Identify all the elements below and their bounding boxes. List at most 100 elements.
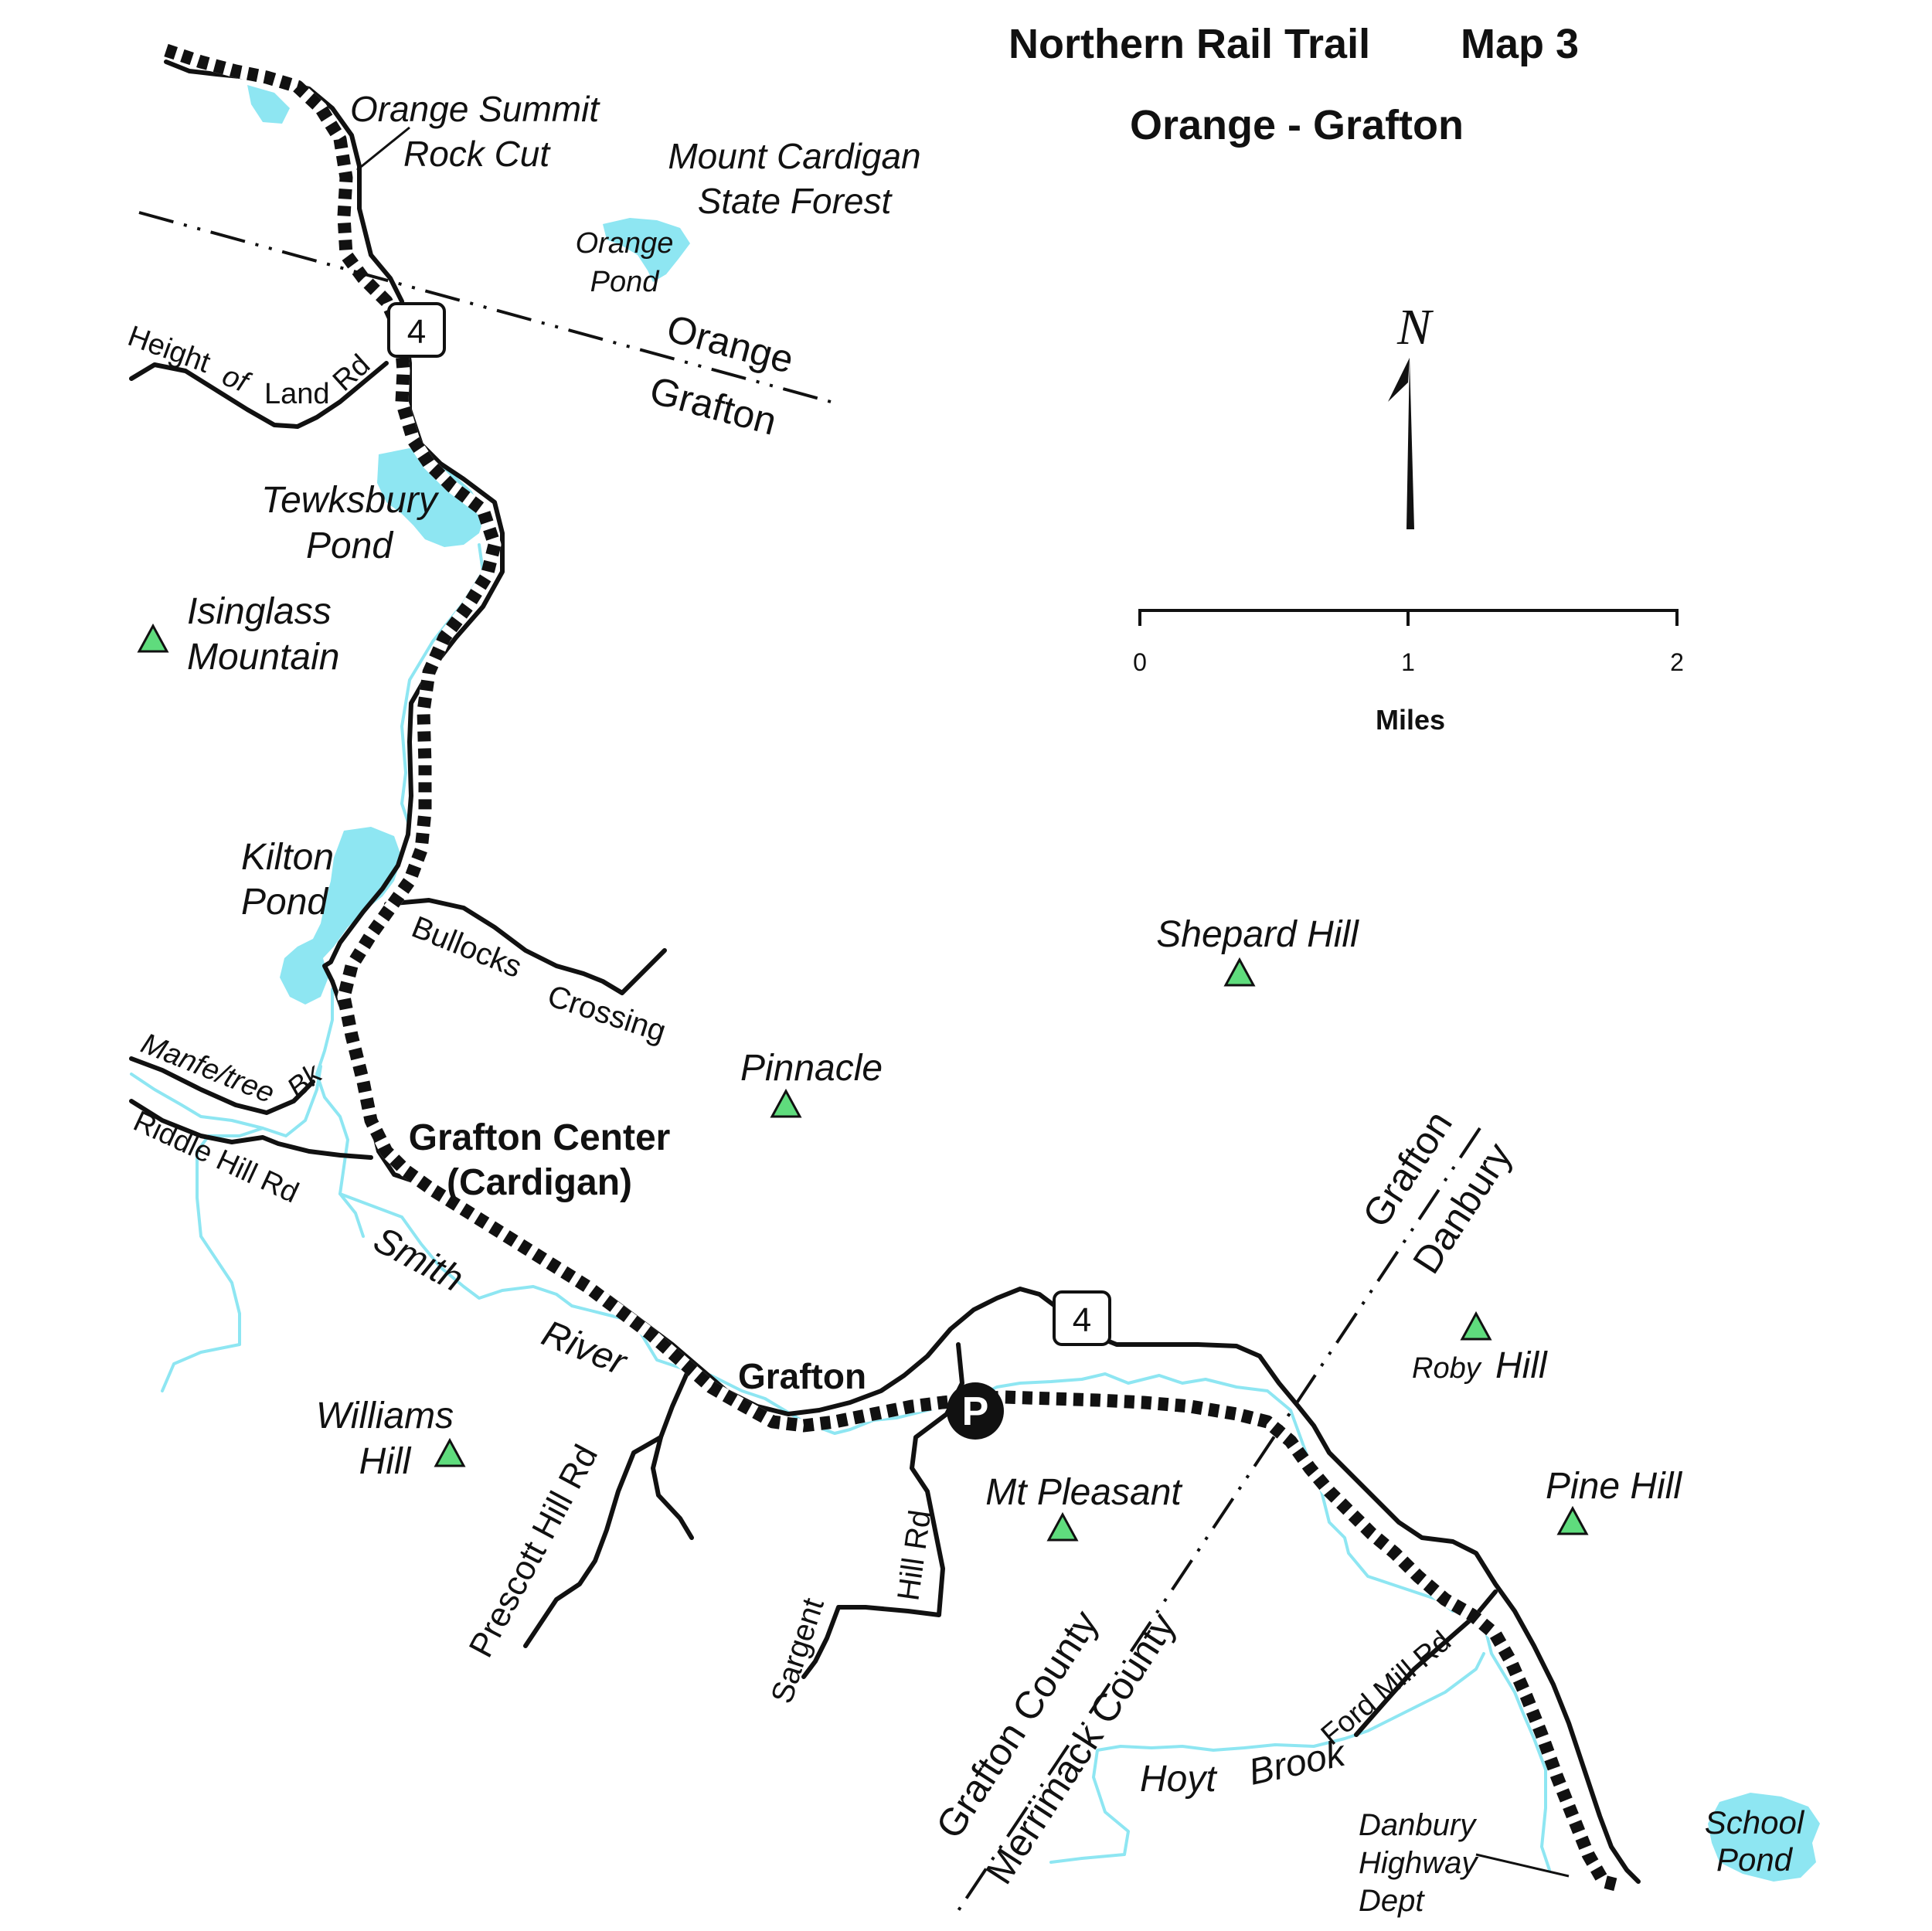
grafton-label: Grafton <box>738 1356 866 1396</box>
tewksbury-pond-shape <box>377 448 485 547</box>
orange-grafton-line <box>138 211 832 403</box>
highway-dept-label: Highway <box>1359 1846 1479 1880</box>
prescott-hill-road <box>651 1369 694 1540</box>
grafton-center-label: Grafton Center <box>409 1117 671 1158</box>
labels: Orange Summit Rock Cut Mount Cardigan St… <box>124 89 1805 1918</box>
scale-unit-label: Miles <box>1376 704 1445 736</box>
orange-pond-label: Orange <box>576 227 674 260</box>
orange-pond-shape <box>603 218 690 282</box>
peak-icon <box>770 1088 802 1118</box>
manfeltree-road <box>129 1056 315 1115</box>
scale-bar: 0 1 2 Miles <box>1133 609 1684 736</box>
mt-pleasant-label: Mt Pleasant <box>985 1472 1182 1513</box>
road-label: Ford Mill Rd <box>1315 1625 1458 1752</box>
grafton-danbury-line <box>953 1127 1481 1918</box>
kilton-pond-label: Kilton <box>241 837 334 878</box>
title-line2: Orange - Grafton <box>1130 102 1464 148</box>
orange-summit-leader <box>356 126 410 172</box>
route-4-road-east <box>1099 1336 1641 1884</box>
manfeltree-brook <box>130 1065 322 1137</box>
rock-cut-label: Rock Cut <box>403 134 551 174</box>
grafton-center-label: (Cardigan) <box>447 1162 632 1203</box>
highway-dept-label: Dept <box>1359 1884 1425 1918</box>
parking-label: P <box>962 1389 989 1434</box>
scale-tick-label: 2 <box>1670 648 1684 676</box>
road-label: Riddle Hill Rd <box>128 1105 303 1209</box>
route-shield-box <box>387 302 446 358</box>
bullocks-crossing-road <box>384 898 667 995</box>
hoyt-brook <box>1049 1652 1485 1864</box>
route-shield-east: 4 <box>1053 1290 1111 1346</box>
peak-icon <box>1223 957 1256 987</box>
scale-bar-line <box>1138 609 1679 626</box>
kilton-pond-shape <box>280 827 402 1005</box>
ford-mill-road <box>1354 1589 1498 1737</box>
peak-icon <box>1046 1511 1079 1542</box>
peak-icon <box>1556 1505 1589 1535</box>
kilton-pond-label: Pond <box>241 882 328 923</box>
pine-hill-label: Pine Hill <box>1546 1466 1682 1507</box>
isinglass-label: Mountain <box>187 637 339 678</box>
state-forest-label: Mount Cardigan <box>668 136 920 176</box>
orange-pond-label: Pond <box>590 266 661 298</box>
williams-hill-label: Williams <box>316 1396 454 1436</box>
height-of-land-road <box>129 361 389 429</box>
road-label: Crossing <box>543 979 670 1049</box>
map-title: Northern Rail Trail Map 3 Orange - Graft… <box>1009 21 1579 148</box>
peak-icon <box>1460 1311 1492 1341</box>
road-label: Bk <box>281 1057 329 1105</box>
rail-trail <box>164 43 1621 1892</box>
north-arrow-shaft <box>1406 358 1414 529</box>
peaks <box>137 623 1589 1542</box>
tewksbury-pond-label: Pond <box>306 525 393 566</box>
north-arrow-icon: N <box>1388 299 1434 529</box>
route-shield-north: 4 <box>387 302 446 358</box>
water-features <box>247 85 1820 1882</box>
road-label: Rd <box>327 348 376 398</box>
scale-tick-label: 1 <box>1401 648 1415 676</box>
road-label: Hill Rd <box>891 1508 937 1603</box>
west-tributary <box>161 1127 264 1392</box>
brook-label: Hoyt <box>1140 1759 1217 1800</box>
north-arrow-label: N <box>1396 299 1434 355</box>
parking-icon: P <box>947 1382 1004 1440</box>
town-line-label: Orange <box>662 307 798 382</box>
route-shield-label: 4 <box>407 313 426 351</box>
roby-hill-label: Roby <box>1412 1352 1482 1385</box>
school-pond-label: Pond <box>1716 1841 1794 1878</box>
riddle-hill-road <box>129 1099 373 1160</box>
sargent-hill-road <box>801 1342 964 1679</box>
boundaries <box>138 211 1481 1918</box>
road-label: Bullocks <box>407 910 527 985</box>
prescott-hill-road-south <box>523 1435 663 1648</box>
town-line-label: Grafton <box>645 369 781 444</box>
highway-dept-leader <box>1475 1853 1570 1878</box>
scale-tick-label: 0 <box>1133 648 1147 676</box>
route-shield-box <box>1053 1290 1111 1346</box>
state-forest-label: State Forest <box>698 181 893 221</box>
river-label: River <box>536 1313 634 1384</box>
pinnacle-label: Pinnacle <box>740 1048 883 1089</box>
school-pond-label: School <box>1705 1804 1805 1841</box>
isinglass-label: Isinglass <box>187 591 332 632</box>
road-label: Land <box>264 378 330 410</box>
streams <box>130 543 1551 1872</box>
river-label: Smith <box>367 1219 470 1300</box>
kilton-outlet-stream <box>315 988 365 1238</box>
tewksbury-pond-label: Tewksbury <box>261 480 440 521</box>
parking-circle <box>947 1382 1004 1440</box>
peak-icon <box>434 1437 466 1467</box>
route-4-road-mid <box>330 979 1057 1416</box>
small-pond-shape <box>247 85 290 124</box>
title-line1: Northern Rail Trail <box>1009 21 1370 67</box>
title-map-number: Map 3 <box>1461 21 1579 67</box>
williams-hill-label: Hill <box>359 1441 412 1482</box>
rock-cut-label: Orange Summit <box>350 89 600 129</box>
north-arrow-head <box>1388 358 1410 402</box>
peak-icon <box>137 623 169 653</box>
rail-trail-dashes <box>164 43 1621 1892</box>
route-4-road <box>164 59 505 984</box>
highway-dept-label: Danbury <box>1359 1808 1478 1842</box>
roby-hill-label: Hill <box>1495 1345 1548 1386</box>
